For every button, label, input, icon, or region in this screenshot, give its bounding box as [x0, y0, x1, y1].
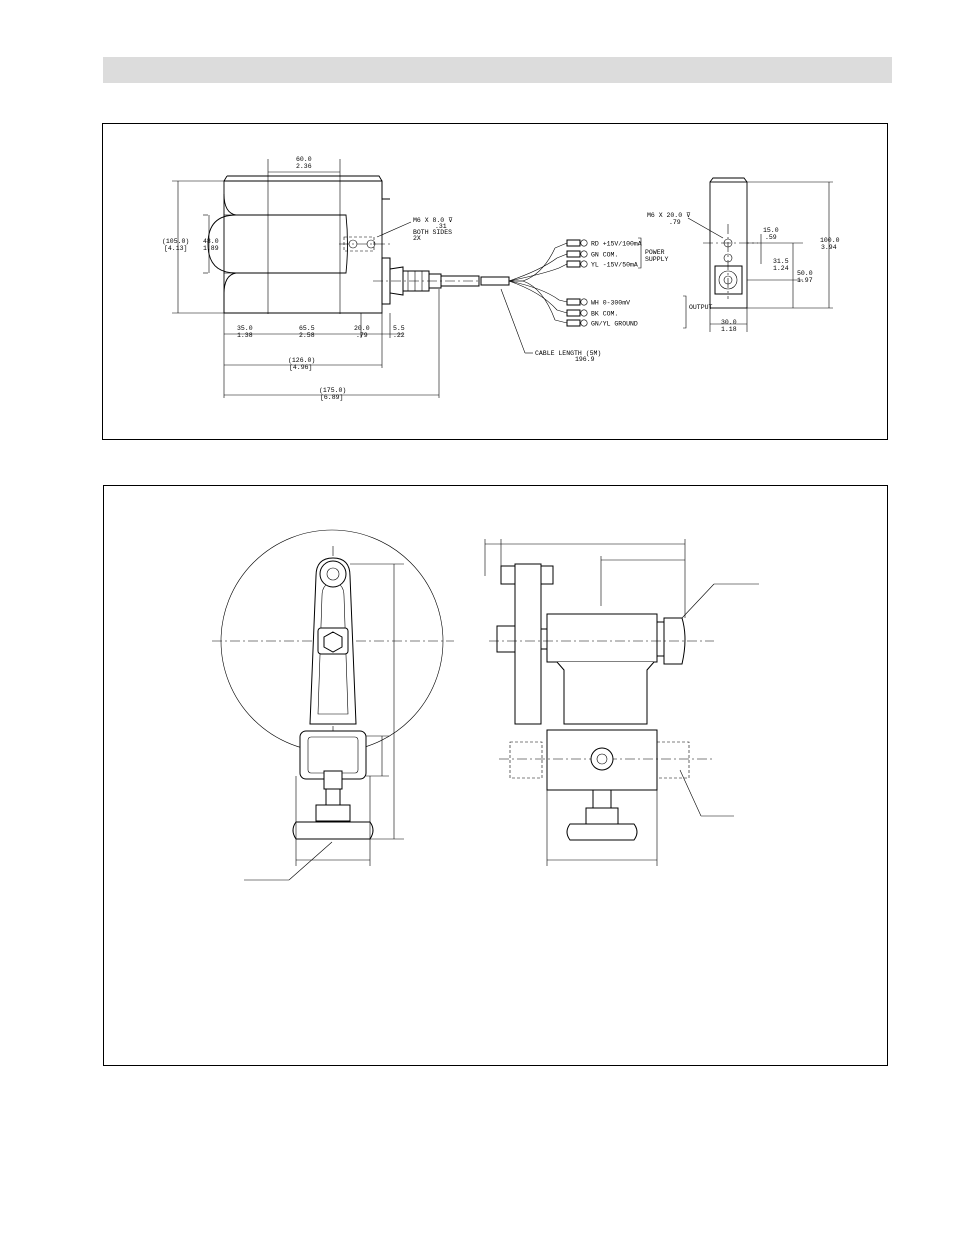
dim-overall2-mm: (175.0)	[319, 387, 346, 394]
dim-slot-in: 1.89	[203, 245, 219, 252]
sensor-body-front	[207, 175, 393, 314]
dim-seg4-mm: 5.5	[393, 325, 405, 332]
dim-side-width-in: 1.18	[721, 326, 737, 333]
mounting-assembly-right-view	[484, 539, 759, 866]
dim-seg2-mm: 65.5	[299, 325, 315, 332]
mounting-drawing-panel	[103, 485, 888, 1066]
power-supply-label-1: POWER	[645, 249, 665, 256]
dim-seg3-mm: 20.0	[354, 325, 370, 332]
dim-side-off3-mm: 50.0	[797, 270, 813, 277]
dimension-drawing-panel: RD +15V/100mA GN COM. YL -15V/50mA WH 0-…	[102, 123, 888, 440]
sensor-body-side	[687, 177, 833, 332]
wire-label-5: BK COM.	[591, 311, 618, 318]
cable-wires	[500, 237, 687, 354]
dim-side-off3-in: 1.97	[797, 277, 813, 284]
dim-seg4-in: .22	[393, 332, 405, 339]
dim-side-off1-mm: 15.0	[763, 227, 779, 234]
thread-callout-1-note: BOTH SIDES	[413, 229, 452, 236]
wire-label-1: RD +15V/100mA	[591, 241, 642, 248]
thread-callout-1-depth: .31	[435, 223, 447, 230]
section-header-bar	[103, 57, 892, 83]
dim-top-width-in: 2.36	[296, 163, 312, 170]
cable-gland	[373, 257, 510, 305]
thread-callout-2-depth: .79	[669, 219, 681, 226]
cable-length-label: CABLE LENGTH (5M)	[535, 350, 601, 357]
dim-seg3-in: .79	[356, 332, 368, 339]
thread-callout-1-size: M6 X 8.0 ⊽	[413, 216, 453, 224]
dim-seg2-in: 2.58	[299, 332, 315, 339]
dimension-drawing: RD +15V/100mA GN COM. YL -15V/50mA WH 0-…	[162, 156, 840, 401]
dim-overall1-mm: (126.0)	[288, 357, 315, 364]
power-supply-label-2: SUPPLY	[645, 256, 669, 263]
output-label: OUTPUT	[689, 304, 713, 311]
wire-label-2: GN COM.	[591, 252, 618, 259]
dim-seg1-in: 1.38	[237, 332, 253, 339]
wire-label-4: WH 0-300mV	[591, 300, 630, 307]
dim-side-off1-in: .59	[765, 234, 777, 241]
dim-side-off2-mm: 31.5	[773, 258, 789, 265]
dim-side-width-mm: 30.0	[721, 319, 737, 326]
wire-label-6: GN/YL GROUND	[591, 321, 638, 328]
cable-length-inch: 196.9	[575, 356, 595, 363]
dim-overall1-in: [4.96]	[289, 364, 312, 371]
dim-seg1-mm: 35.0	[237, 325, 253, 332]
dim-side-height-mm: 100.0	[820, 237, 840, 244]
dim-side-height-in: 3.94	[821, 244, 837, 251]
dimension-lines-front	[172, 159, 440, 398]
thread-callout-2-size: M6 X 20.0 ⊽	[647, 211, 691, 219]
dim-side-off2-in: 1.24	[773, 265, 789, 272]
dim-overall2-in: [6.89]	[320, 394, 343, 401]
thread-callout-1-qty: 2X	[413, 235, 421, 242]
dim-height-mm: (105.0)	[162, 238, 189, 245]
mounting-assembly-left-view	[212, 529, 454, 881]
dim-slot-mm: 48.0	[203, 238, 219, 245]
dim-top-width-mm: 60.0	[296, 156, 312, 163]
wire-label-3: YL -15V/50mA	[591, 262, 638, 269]
mounting-drawing	[212, 529, 759, 881]
dim-height-in: [4.13]	[164, 245, 187, 252]
